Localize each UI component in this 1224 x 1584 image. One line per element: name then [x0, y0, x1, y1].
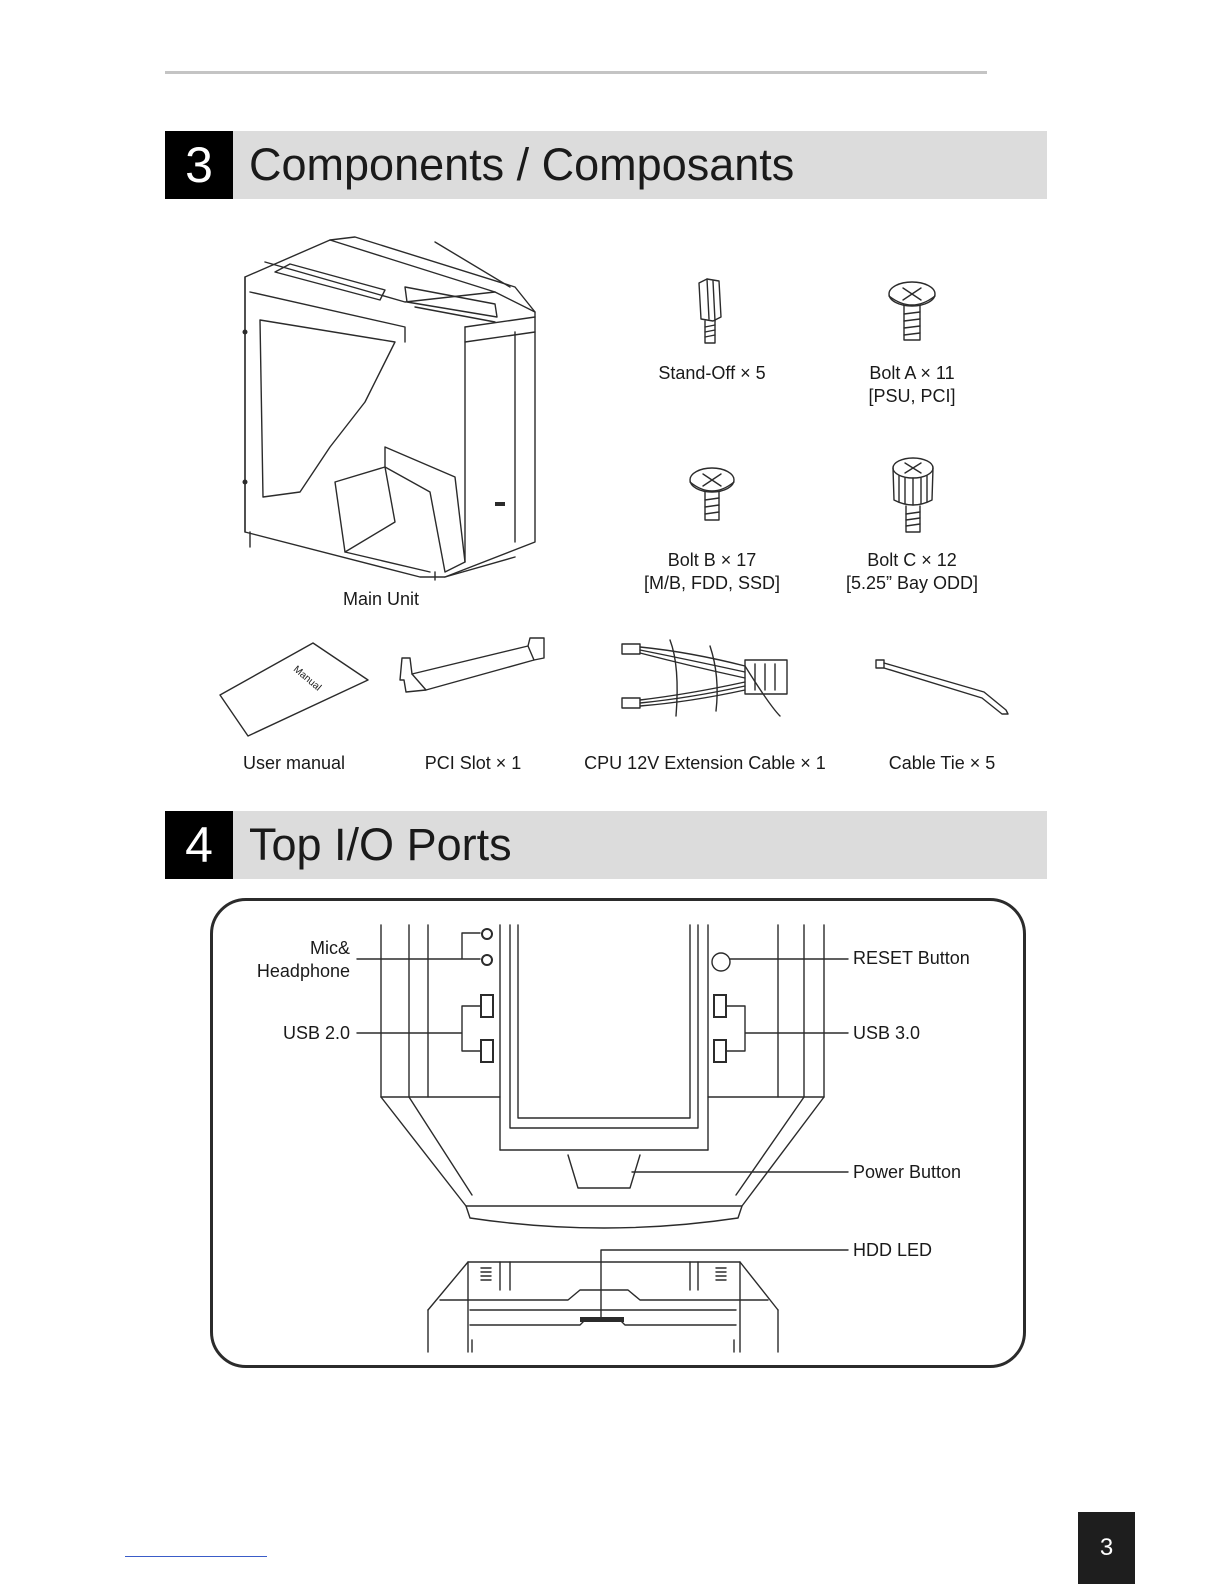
bolt-a-label: Bolt A × 11 [PSU, PCI]	[842, 362, 982, 408]
footer-underline	[125, 1556, 267, 1557]
bolt-b-illustration	[687, 466, 737, 524]
standoff-label: Stand-Off × 5	[642, 362, 782, 385]
mic-label-line2: Headphone	[220, 960, 350, 983]
cpu-cable-illustration	[620, 636, 795, 721]
bolt-c-name: Bolt C × 12	[822, 549, 1002, 572]
pci-slot-label: PCI Slot × 1	[408, 752, 538, 775]
standoff-illustration	[695, 277, 725, 347]
mic-headphone-label: Mic& Headphone	[220, 937, 350, 983]
header-rule	[165, 71, 987, 74]
section-number: 3	[165, 131, 233, 199]
main-unit-label: Main Unit	[331, 588, 431, 611]
bolt-c-label: Bolt C × 12 [5.25” Bay ODD]	[822, 549, 1002, 595]
hdd-led-label: HDD LED	[853, 1239, 932, 1262]
section-number: 4	[165, 811, 233, 879]
page-number: 3	[1078, 1512, 1135, 1584]
bolt-a-use: [PSU, PCI]	[842, 385, 982, 408]
cpu-cable-label: CPU 12V Extension Cable × 1	[570, 752, 840, 775]
usb2-label: USB 2.0	[220, 1022, 350, 1045]
bolt-a-name: Bolt A × 11	[842, 362, 982, 385]
main-unit-illustration	[235, 232, 545, 582]
pci-slot-illustration	[398, 636, 548, 696]
usb3-label: USB 3.0	[853, 1022, 920, 1045]
cable-tie-illustration	[874, 656, 1014, 718]
section-title: Components / Composants	[249, 131, 794, 199]
section-header-components: 3 Components / Composants	[165, 131, 1047, 199]
bolt-c-use: [5.25” Bay ODD]	[822, 572, 1002, 595]
user-manual-illustration	[218, 640, 373, 740]
bolt-b-label: Bolt B × 17 [M/B, FDD, SSD]	[622, 549, 802, 595]
section-header-io-ports: 4 Top I/O Ports	[165, 811, 1047, 879]
bolt-b-name: Bolt B × 17	[622, 549, 802, 572]
bolt-a-illustration	[887, 280, 937, 345]
mic-label-line1: Mic&	[220, 937, 350, 960]
cable-tie-label: Cable Tie × 5	[872, 752, 1012, 775]
user-manual-label: User manual	[224, 752, 364, 775]
bolt-c-illustration	[889, 456, 937, 536]
power-button-label: Power Button	[853, 1161, 961, 1184]
reset-button-label: RESET Button	[853, 947, 970, 970]
bolt-b-use: [M/B, FDD, SSD]	[622, 572, 802, 595]
section-title: Top I/O Ports	[249, 811, 512, 879]
